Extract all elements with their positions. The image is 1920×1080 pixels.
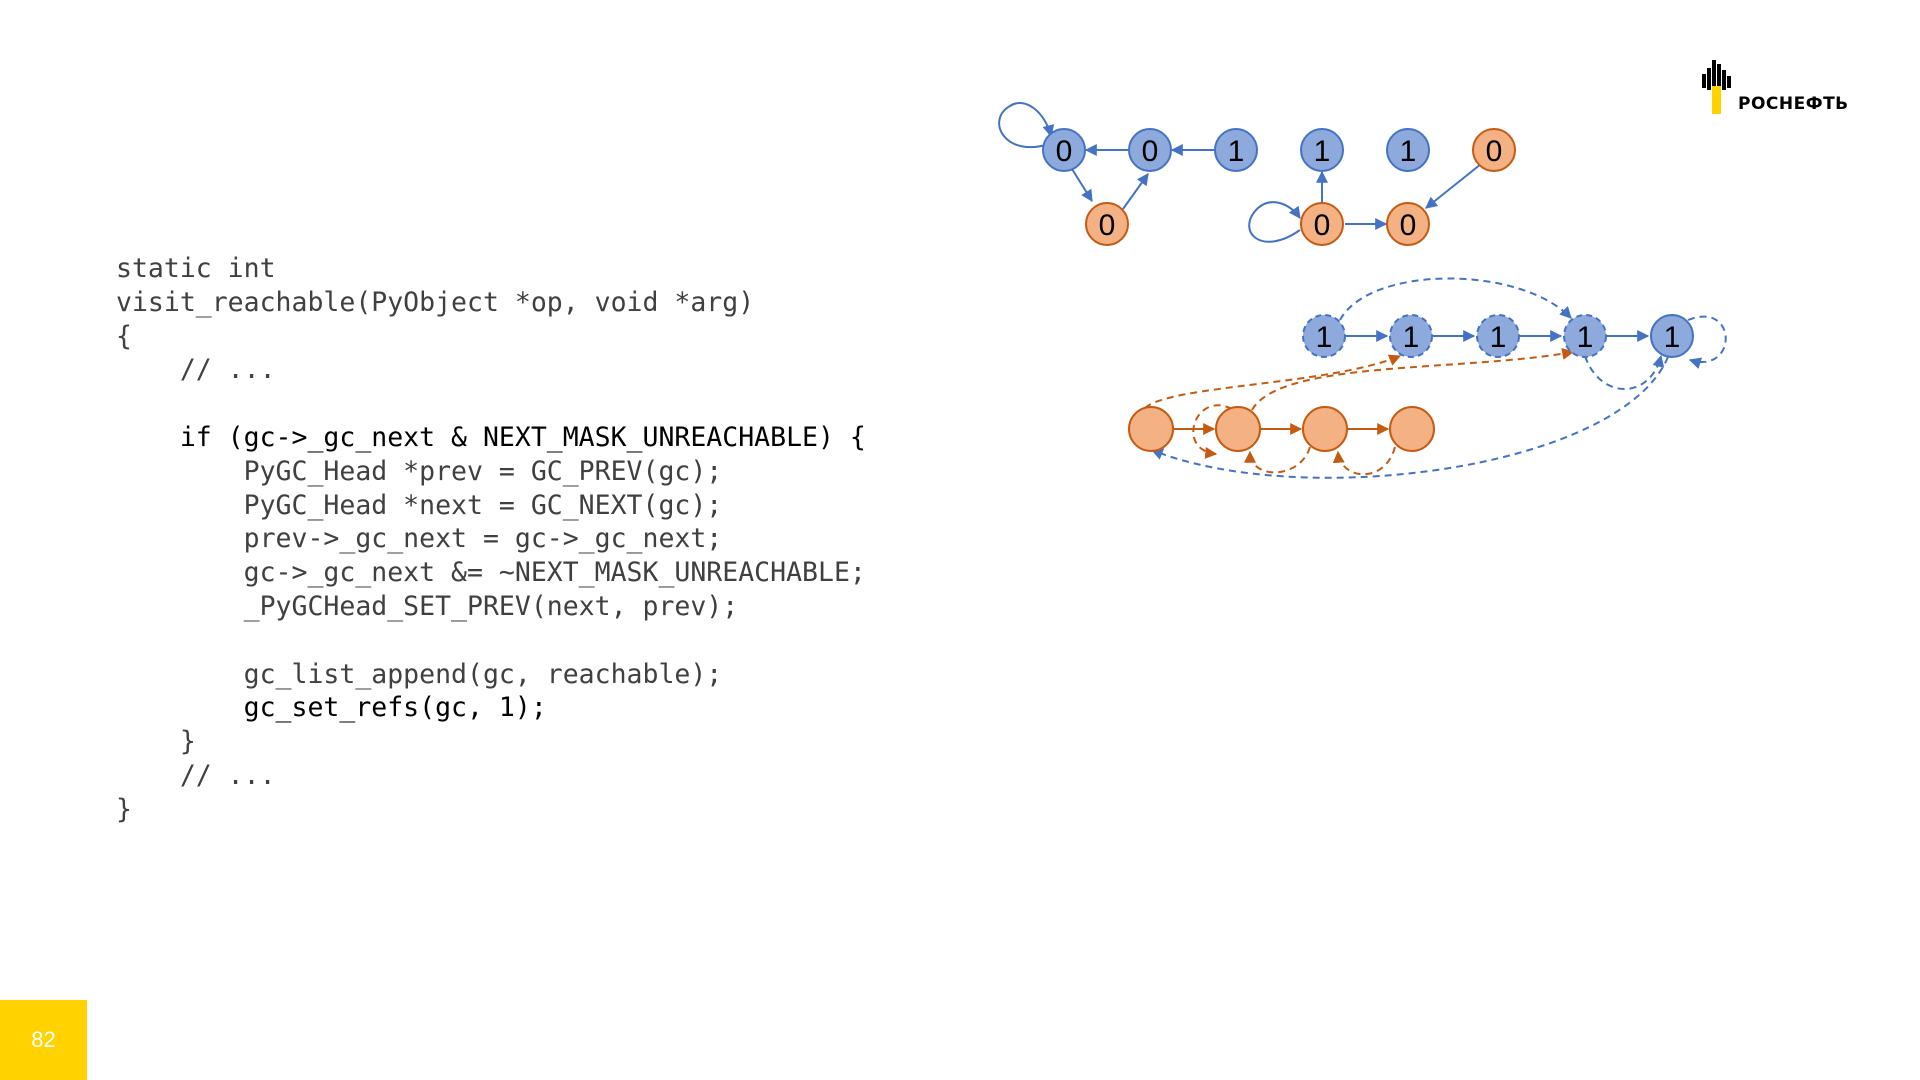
graph-node: 0 bbox=[1128, 128, 1172, 172]
code-line: static int bbox=[116, 253, 276, 284]
svg-text:1: 1 bbox=[1664, 321, 1681, 354]
list-node: 1 bbox=[1302, 314, 1346, 358]
edge-h-self-loop bbox=[1248, 201, 1301, 243]
code-line: _PyGCHead_SET_PREV(next, prev); bbox=[116, 590, 739, 622]
graph-node: 1 bbox=[1300, 128, 1344, 172]
list-node: 1 bbox=[1563, 314, 1607, 358]
rosneft-logo: РОСНЕФТЬ bbox=[1700, 56, 1870, 118]
code-line bbox=[116, 387, 866, 421]
graph-node: 1 bbox=[1386, 128, 1430, 172]
code-line: if (gc->_gc_next & NEXT_MASK_UNREACHABLE… bbox=[116, 421, 866, 453]
orange-back-link bbox=[1332, 446, 1396, 476]
code-line: gc->_gc_next &= ~NEXT_MASK_UNREACHABLE; bbox=[116, 557, 866, 589]
edge-a-to-c bbox=[1071, 168, 1093, 203]
svg-text:0: 0 bbox=[1400, 209, 1417, 242]
blue-back-link bbox=[1339, 277, 1572, 321]
graph-node: 0 bbox=[1472, 128, 1516, 172]
svg-text:1: 1 bbox=[1577, 321, 1594, 354]
svg-text:0: 0 bbox=[1099, 209, 1116, 242]
list-node: 1 bbox=[1476, 314, 1520, 358]
list-node: 1 bbox=[1650, 314, 1694, 358]
code-line: // ... bbox=[116, 759, 276, 791]
svg-text:1: 1 bbox=[1400, 135, 1417, 168]
logo-emblem-icon bbox=[1702, 60, 1731, 114]
graph-node: 0 bbox=[1300, 202, 1344, 246]
list-node: 1 bbox=[1389, 314, 1433, 358]
svg-text:0: 0 bbox=[1486, 135, 1503, 168]
gc-diagram: 0 0 1 0 1 1 0 bbox=[998, 101, 1727, 479]
list-node bbox=[1302, 406, 1348, 452]
code-line: // ... bbox=[116, 354, 276, 386]
top-graph-nodes: 0 0 1 0 1 1 0 bbox=[1042, 128, 1516, 246]
list-node bbox=[1128, 406, 1174, 452]
graph-node: 1 bbox=[1214, 128, 1258, 172]
list-node bbox=[1215, 406, 1261, 452]
page-number: 82 bbox=[0, 1000, 87, 1080]
blue-back-link bbox=[1687, 315, 1727, 369]
list-node bbox=[1389, 406, 1435, 452]
code-line: PyGC_Head *prev = GC_PREV(gc); bbox=[116, 455, 723, 487]
svg-text:1: 1 bbox=[1228, 135, 1245, 168]
code-line: } bbox=[116, 726, 196, 758]
list-edges bbox=[1144, 277, 1727, 479]
svg-text:1: 1 bbox=[1403, 321, 1420, 354]
blue-back-link bbox=[1584, 354, 1665, 390]
edge-g-to-i bbox=[1425, 163, 1482, 209]
blue-list-nodes: 1 1 1 1 1 bbox=[1302, 314, 1694, 358]
graph-node: 0 bbox=[1085, 202, 1129, 246]
top-graph-edges bbox=[998, 101, 1482, 243]
orange-back-link bbox=[1192, 404, 1233, 459]
svg-text:0: 0 bbox=[1142, 135, 1159, 168]
svg-text:1: 1 bbox=[1490, 321, 1507, 354]
orange-back-link bbox=[1251, 347, 1575, 411]
blue-back-link bbox=[1150, 356, 1669, 479]
orange-back-link bbox=[1144, 354, 1402, 409]
logo-text: РОСНЕФТЬ bbox=[1738, 94, 1849, 114]
orange-list-nodes bbox=[1128, 406, 1435, 452]
code-line: gc_set_refs(gc, 1); bbox=[116, 692, 547, 724]
code-line: } bbox=[116, 793, 132, 825]
code-line: prev->_gc_next = gc->_gc_next; bbox=[116, 523, 723, 555]
orange-back-link bbox=[1244, 446, 1311, 474]
code-line: gc_list_append(gc, reachable); bbox=[116, 658, 723, 690]
graph-node: 0 bbox=[1386, 202, 1430, 246]
code-line bbox=[116, 624, 866, 658]
graph-node: 0 bbox=[1042, 128, 1086, 172]
code-line: { bbox=[116, 320, 132, 352]
edge-c-to-b bbox=[1122, 173, 1149, 210]
svg-text:1: 1 bbox=[1314, 135, 1331, 168]
edge-a-self-loop bbox=[998, 101, 1055, 149]
code-line: visit_reachable(PyObject *op, void *arg) bbox=[116, 286, 755, 318]
svg-text:0: 0 bbox=[1314, 209, 1331, 242]
svg-text:1: 1 bbox=[1316, 321, 1333, 354]
svg-text:0: 0 bbox=[1056, 135, 1073, 168]
code-line: PyGC_Head *next = GC_NEXT(gc); bbox=[116, 489, 723, 521]
